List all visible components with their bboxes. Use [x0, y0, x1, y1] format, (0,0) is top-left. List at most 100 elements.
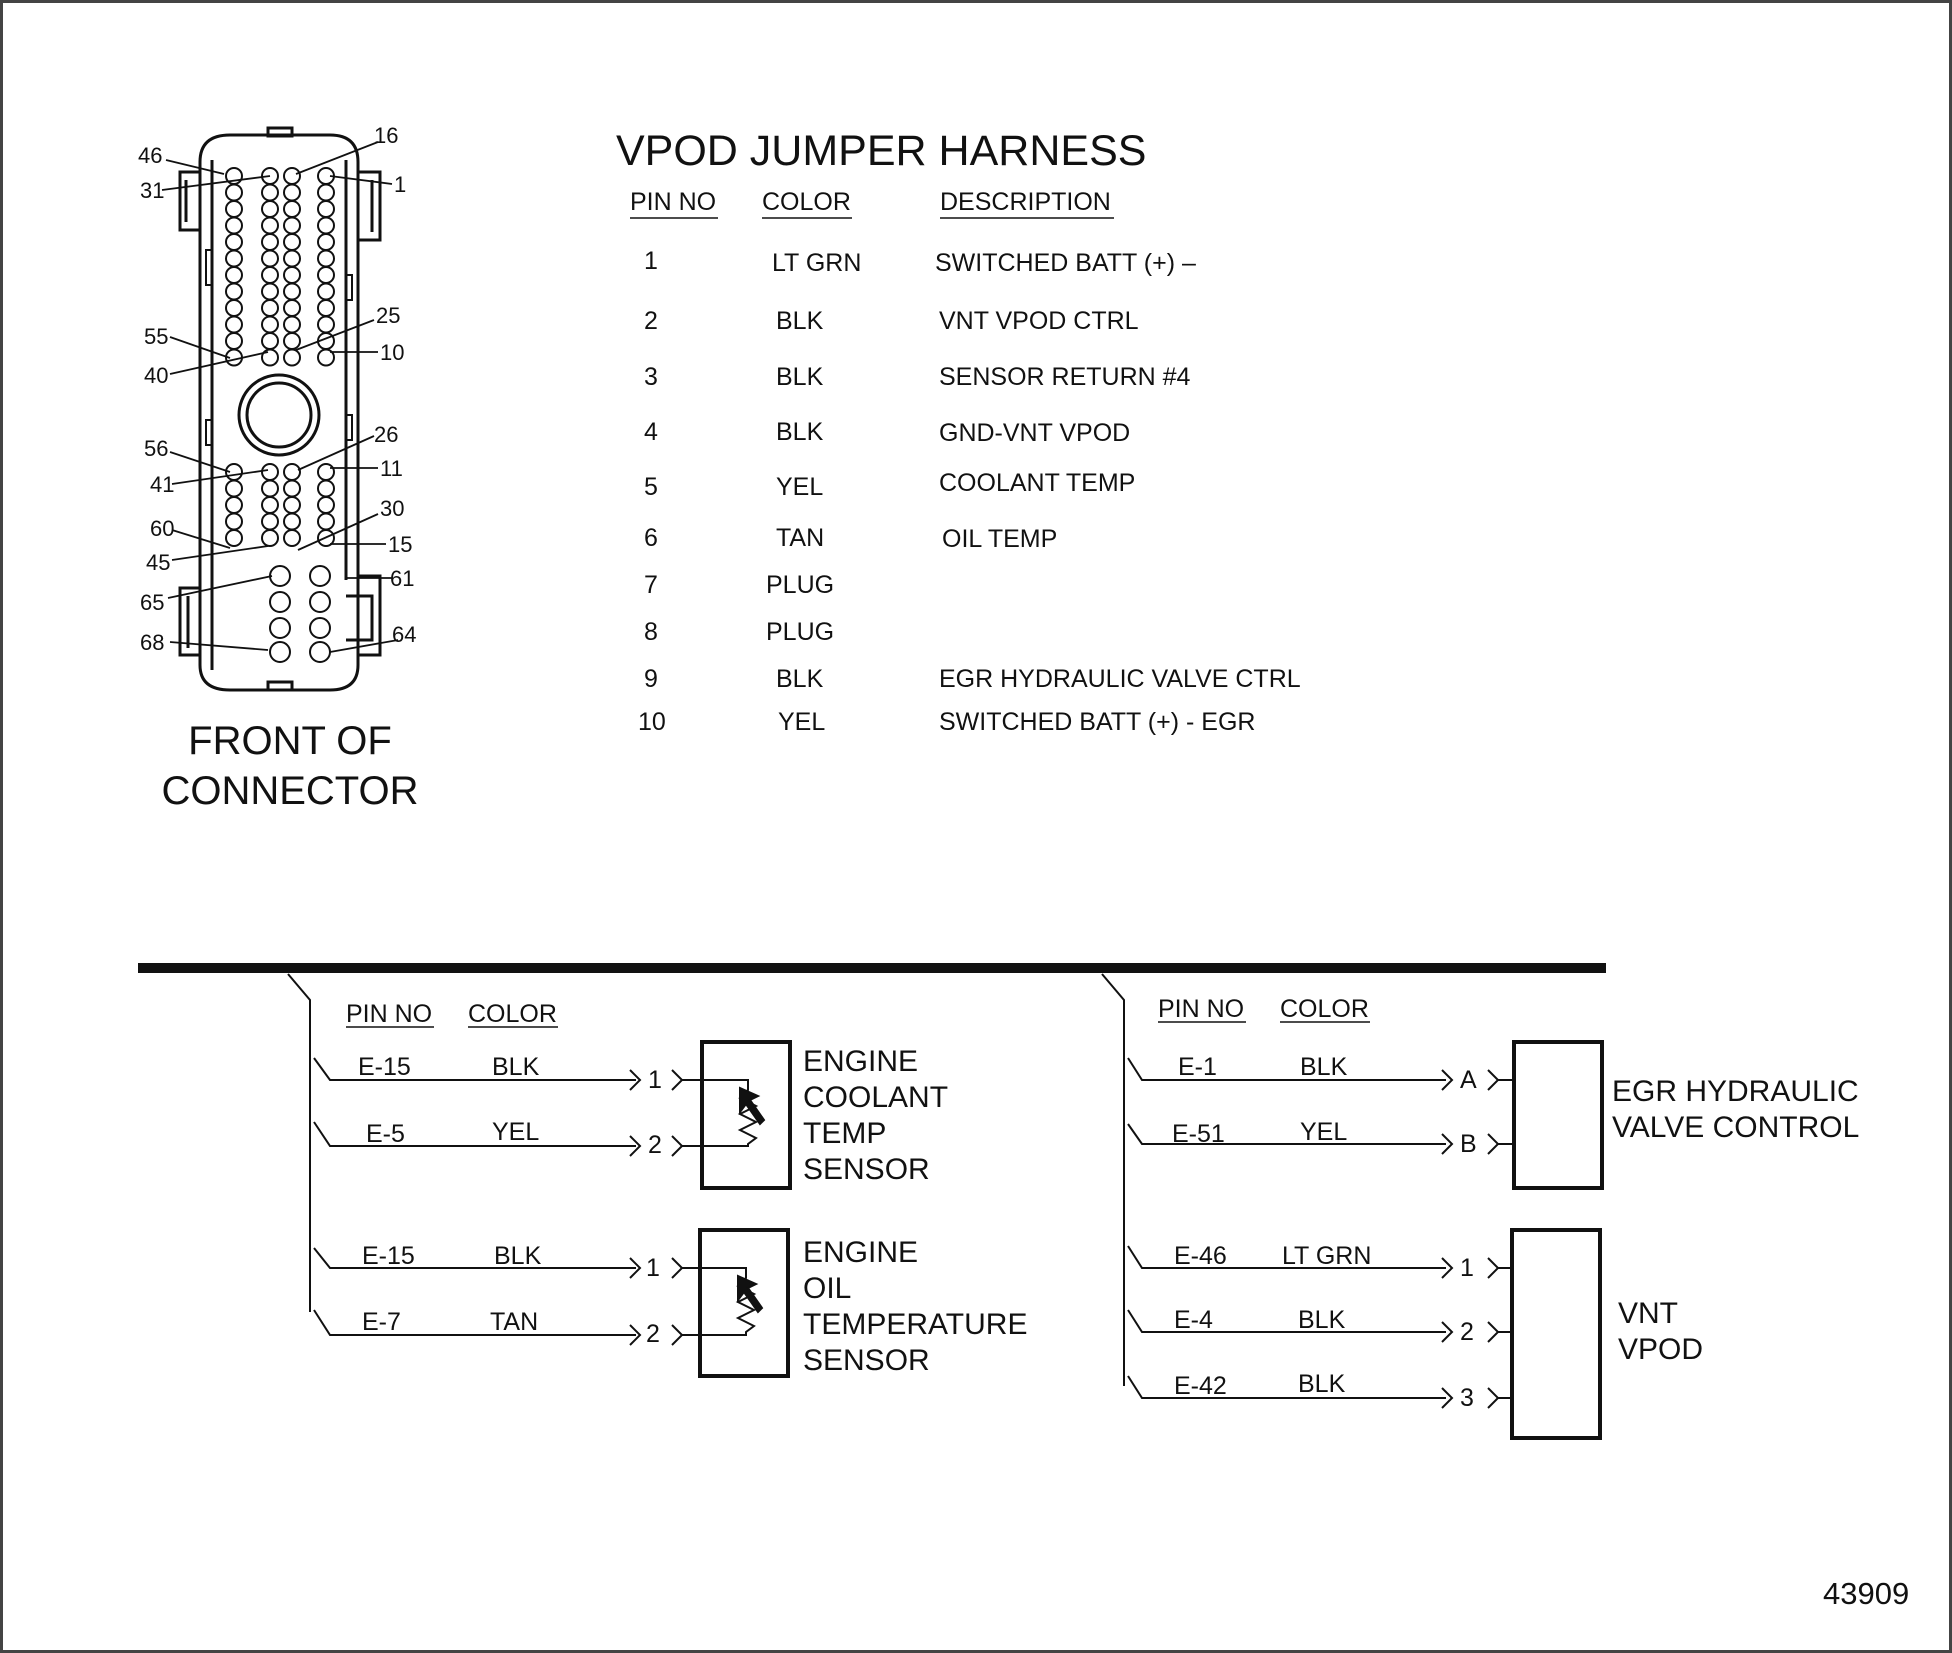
row-color: LT GRN — [772, 249, 862, 277]
pin-cavity — [225, 216, 243, 235]
connector-caption-line1: FRONT OF — [188, 719, 392, 763]
pin-label: 31 — [140, 178, 165, 203]
row-pin: 2 — [644, 307, 658, 335]
terminal-label: A — [1460, 1066, 1477, 1094]
pin-cavity — [283, 266, 301, 284]
pin-cavity — [261, 496, 279, 514]
row-color: PLUG — [766, 618, 835, 646]
row-description: EGR HYDRAULIC VALVE CTRL — [939, 665, 1301, 693]
wire-color: BLK — [1300, 1053, 1348, 1081]
pin-cavity — [283, 200, 301, 218]
coolant-thermistor — [702, 1079, 759, 1147]
pin-cavity — [317, 282, 335, 301]
pin-cavity — [317, 249, 335, 268]
row-color: BLK — [776, 363, 824, 391]
left-header-color: COLOR — [468, 1000, 557, 1028]
pin-cavity — [283, 332, 301, 350]
row-pin: 4 — [644, 418, 658, 446]
row-pin: 5 — [644, 473, 658, 501]
pin-cavity — [261, 463, 279, 481]
pin-label: 64 — [392, 622, 417, 647]
wire-color: YEL — [492, 1118, 540, 1146]
row-description: VNT VPOD CTRL — [939, 307, 1139, 335]
connector-body — [198, 133, 360, 692]
row-description: SENSOR RETURN #4 — [939, 363, 1191, 391]
terminal-label: 2 — [646, 1320, 660, 1348]
pin-cavity — [261, 233, 279, 251]
pin-label: 16 — [374, 123, 399, 148]
wire-pin: E-7 — [362, 1308, 401, 1336]
pin-cavity — [317, 496, 335, 514]
pin-label: 61 — [390, 566, 415, 591]
pin-cavity — [317, 216, 335, 235]
pin-label: 65 — [140, 590, 165, 615]
wire-pin: E-15 — [362, 1242, 415, 1270]
pin-cavity — [225, 315, 243, 334]
pin-label: 41 — [150, 472, 175, 497]
terminal-label: 1 — [646, 1254, 660, 1282]
pin-cavity — [269, 591, 291, 613]
row-description: COOLANT TEMP — [939, 469, 1136, 497]
connector-center-boss-outer — [237, 373, 321, 457]
egr-valve-box — [1512, 1040, 1604, 1190]
pin-label: 46 — [138, 143, 163, 168]
pin-cavity — [283, 512, 301, 531]
connector-latch-right-bottom-in — [346, 594, 374, 642]
label-line: SENSOR — [803, 1344, 930, 1377]
row-pin: 7 — [644, 571, 658, 599]
label-line: TEMP — [803, 1117, 887, 1150]
pin-cavity — [283, 479, 301, 498]
wire-pin: E-5 — [366, 1120, 405, 1148]
pin-cavity — [225, 512, 243, 531]
row-description: GND-VNT VPOD — [939, 419, 1131, 447]
pin-cavity — [283, 216, 301, 235]
pin-cavity — [225, 299, 243, 317]
pin-cavity — [225, 332, 243, 350]
row-pin: 1 — [644, 247, 658, 275]
connector-latch-left-top — [178, 170, 200, 232]
pin-label: 56 — [144, 436, 169, 461]
row-pin: 10 — [638, 708, 666, 736]
pin-cavity — [269, 617, 291, 639]
row-color: TAN — [776, 524, 825, 552]
row-color: BLK — [776, 418, 824, 446]
pin-cavity — [309, 617, 331, 639]
connector-latch-right-top — [358, 170, 382, 242]
pin-cavity — [261, 216, 279, 235]
pin-cavity — [317, 529, 335, 547]
row-color: YEL — [778, 708, 826, 736]
wire-color: LT GRN — [1282, 1242, 1372, 1270]
pin-label: 15 — [388, 532, 413, 557]
figure-number: 43909 — [1823, 1576, 1910, 1611]
pin-cavity — [283, 282, 301, 301]
wire-pin: E-1 — [1178, 1053, 1217, 1081]
vnt-vpod-label: VNT VPOD — [1618, 1296, 1703, 1368]
oil-sensor-label: ENGINE OIL TEMPERATURE SENSOR — [803, 1235, 1027, 1379]
pin-cavity — [317, 200, 335, 218]
pin-label: 60 — [150, 516, 175, 541]
connector-center-boss-inner — [245, 381, 313, 449]
pin-cavity — [317, 348, 335, 367]
pin-cavity — [261, 348, 279, 367]
pin-cavity — [309, 591, 331, 613]
wire-color: YEL — [1300, 1118, 1348, 1146]
pin-cavity — [269, 641, 291, 663]
pin-label: 10 — [380, 340, 405, 365]
pin-cavity — [283, 529, 301, 547]
wire-pin: E-42 — [1174, 1372, 1227, 1400]
wire-color: BLK — [1298, 1370, 1346, 1398]
pin-cavity — [225, 200, 243, 218]
pin-cavity — [261, 479, 279, 498]
connector-caption-line2: CONNECTOR — [161, 769, 419, 813]
pin-cavity — [317, 315, 335, 334]
pin-cavity — [317, 463, 335, 481]
pin-cavity — [225, 266, 243, 284]
pin-cavity — [261, 282, 279, 301]
pin-cavity — [309, 565, 331, 587]
label-line: SENSOR — [803, 1153, 930, 1186]
pin-label: 40 — [144, 363, 169, 388]
pin-cavity — [261, 315, 279, 334]
coolant-sensor-box — [700, 1040, 792, 1190]
pin-cavity — [309, 641, 331, 663]
connector-caption: FRONT OF CONNECTOR — [120, 716, 460, 816]
